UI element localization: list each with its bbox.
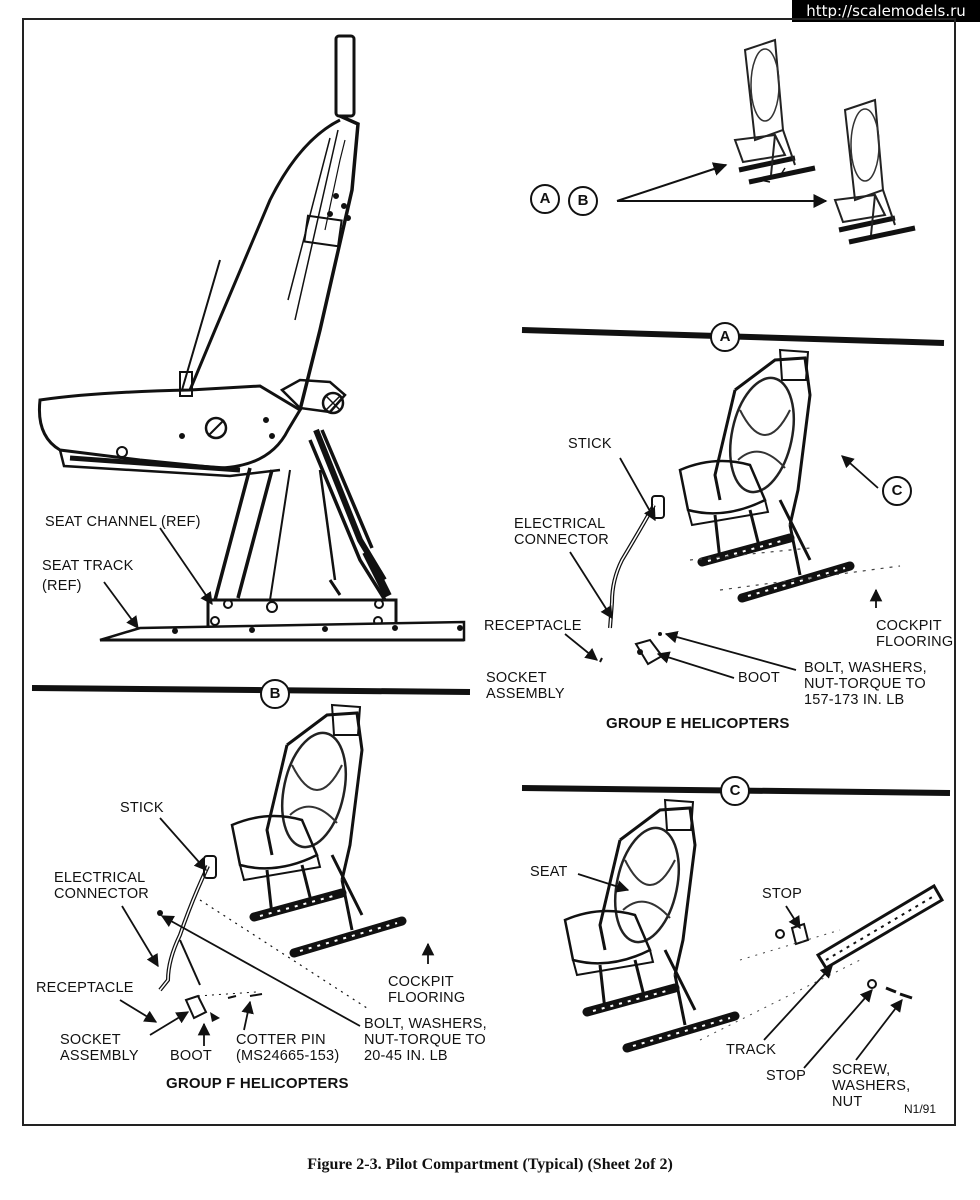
watermark: http://scalemodels.ru (792, 0, 980, 22)
label-c-screw: SCREW, WASHERS, NUT (832, 1062, 911, 1110)
figure-caption: Figure 2-3. Pilot Compartment (Typical) … (307, 1156, 673, 1173)
label-group-f: GROUP F HELICOPTERS (166, 1075, 349, 1092)
callout-a-overview: A (530, 184, 560, 214)
label-b-socket-assembly: SOCKET ASSEMBLY (60, 1032, 139, 1064)
figure-frame (22, 18, 956, 1126)
callout-b-header: B (260, 679, 290, 709)
callout-c-detail-a: C (882, 476, 912, 506)
callout-a-header: A (710, 322, 740, 352)
label-c-stop-lower: STOP (766, 1068, 807, 1084)
label-b-receptacle: RECEPTACLE (36, 980, 134, 996)
label-b-boot: BOOT (170, 1048, 212, 1064)
main-seat-drawing (37, 34, 466, 642)
label-group-e: GROUP E HELICOPTERS (606, 715, 790, 732)
label-c-seat: SEAT (530, 864, 568, 880)
label-b-cotter-pin: COTTER PIN (MS24665-153) (236, 1032, 340, 1064)
overview-seats-drawing (735, 40, 915, 242)
detail-c-drawing (521, 785, 951, 1048)
label-c-stop-upper: STOP (762, 886, 803, 902)
label-seat-track: SEAT TRACK (REF) (42, 558, 134, 594)
label-a-bolt: BOLT, WASHERS, NUT-TORQUE TO 157-173 IN.… (804, 660, 927, 708)
label-a-cockpit-flooring: COCKPIT FLOORING (876, 618, 954, 650)
label-b-stick: STICK (120, 800, 164, 816)
label-a-electrical-connector: ELECTRICAL CONNECTOR (514, 516, 609, 548)
label-b-cockpit-flooring: COCKPIT FLOORING (388, 974, 466, 1006)
detail-b-drawing (31, 685, 471, 1022)
label-c-track: TRACK (726, 1042, 777, 1058)
label-seat-channel: SEAT CHANNEL (REF) (45, 514, 201, 530)
label-a-receptacle: RECEPTACLE (484, 618, 582, 634)
detail-a-drawing (521, 327, 945, 666)
label-a-socket-assembly: SOCKET ASSEMBLY (486, 670, 565, 702)
label-b-bolt: BOLT, WASHERS, NUT-TORQUE TO 20-45 IN. L… (364, 1016, 487, 1064)
label-a-boot: BOOT (738, 670, 780, 686)
sheet-code: N1/91 (904, 1102, 937, 1116)
label-b-electrical-connector: ELECTRICAL CONNECTOR (54, 870, 149, 902)
callout-c-header: C (720, 776, 750, 806)
label-a-stick: STICK (568, 436, 612, 452)
callout-b-overview: B (568, 186, 598, 216)
